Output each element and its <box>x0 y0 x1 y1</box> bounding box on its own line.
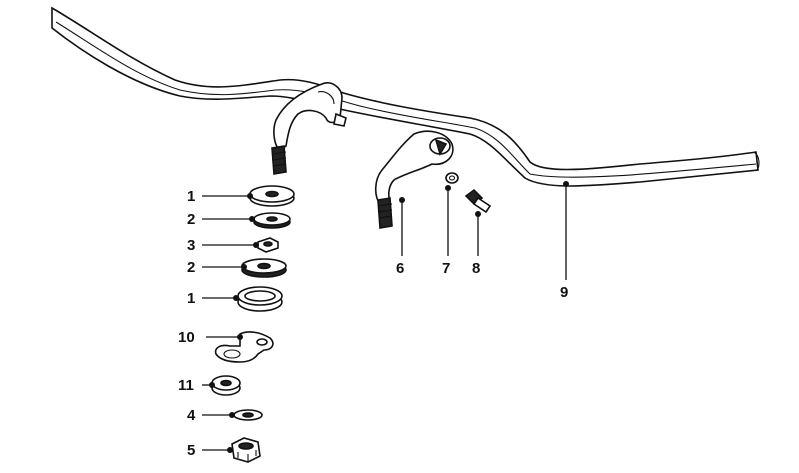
clamp-screw <box>464 188 492 214</box>
bracket-plate <box>214 331 274 363</box>
callout-3: 3 <box>187 237 195 254</box>
callout-4: 4 <box>187 407 196 424</box>
small-washer <box>445 172 459 184</box>
callout-11: 11 <box>178 377 194 394</box>
castle-nut <box>231 437 261 463</box>
rubber-ring-bottom <box>237 286 283 312</box>
callout-6: 6 <box>396 260 404 277</box>
rubber-washer-top <box>249 185 295 207</box>
callout-7: 7 <box>442 260 450 277</box>
small-nut <box>257 237 279 253</box>
callout-2-top: 2 <box>187 211 195 228</box>
left-clamp <box>271 82 347 175</box>
washer-2-top <box>253 212 291 229</box>
callout-1-top: 1 <box>187 188 195 205</box>
callout-1-bottom: 1 <box>187 290 195 307</box>
callout-labels: 1 2 3 2 1 10 11 4 5 6 7 8 9 <box>178 188 568 459</box>
callout-10: 10 <box>178 329 195 346</box>
callout-9: 9 <box>560 284 568 301</box>
flat-washer <box>233 409 263 421</box>
handlebar <box>51 6 760 187</box>
leader-lines <box>202 181 569 453</box>
right-clamp <box>374 130 454 229</box>
callout-5: 5 <box>187 442 195 459</box>
callout-8: 8 <box>472 260 480 277</box>
washer-2-bottom <box>241 258 287 278</box>
nut-with-washer <box>211 375 241 396</box>
callout-2-bottom: 2 <box>187 259 195 276</box>
